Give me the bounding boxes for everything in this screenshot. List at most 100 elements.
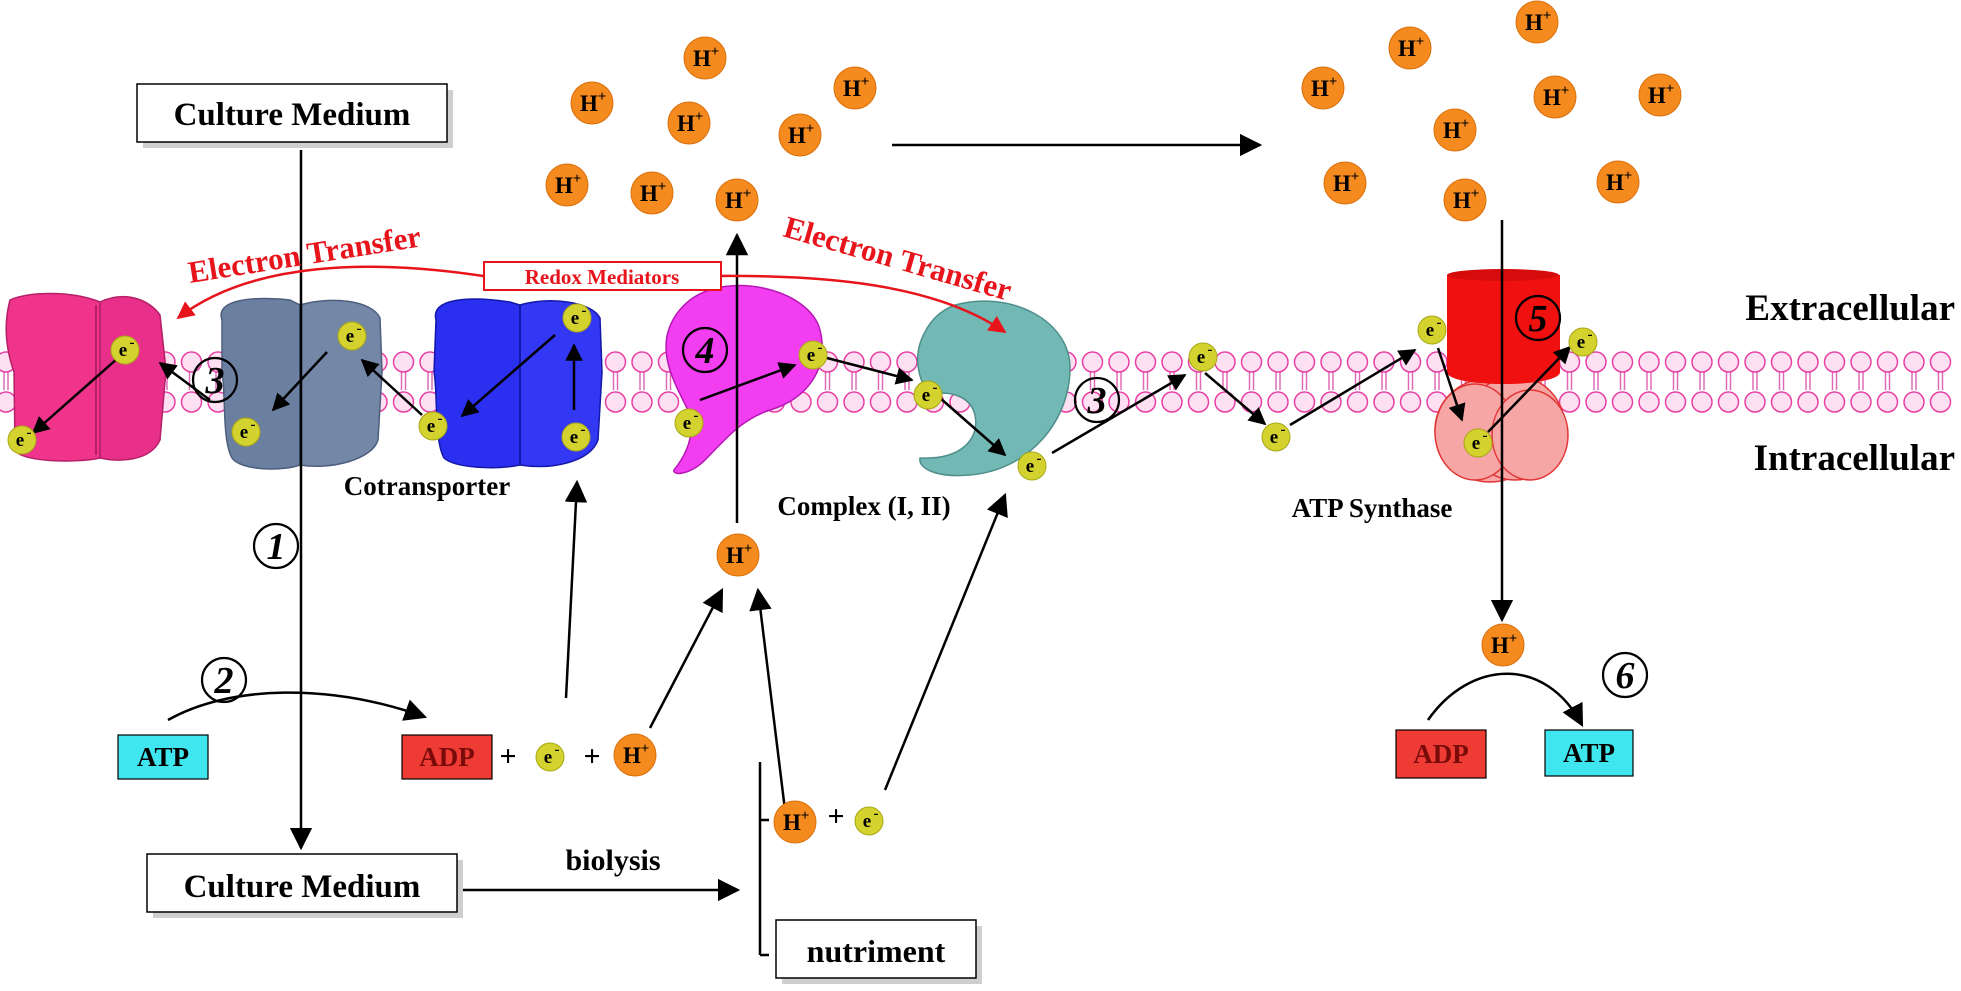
svg-text:+: +: [806, 121, 815, 137]
lipid-pair: [1638, 351, 1660, 413]
svg-text:-: -: [581, 422, 586, 438]
electron-particle: e-: [913, 380, 943, 410]
svg-text:-: -: [1483, 428, 1488, 444]
proton-particle: H+: [1388, 26, 1432, 70]
svg-text:e: e: [1270, 427, 1278, 448]
svg-text:e: e: [1577, 332, 1585, 353]
plus-sign: +: [827, 800, 844, 833]
proton-particle: H+: [1433, 108, 1477, 152]
proton-particle: H+: [1443, 178, 1487, 222]
svg-text:e: e: [807, 345, 815, 366]
svg-text:+: +: [743, 186, 752, 202]
atp-left-box: [117, 734, 209, 780]
electron-particle: e-: [337, 321, 367, 351]
biolysis-label: biolysis: [565, 844, 660, 877]
lipid-pair: [843, 351, 865, 413]
svg-text:-: -: [1588, 327, 1593, 343]
svg-text:H: H: [1453, 188, 1471, 213]
adp-left-box: [401, 734, 493, 780]
lipid-pair: [1267, 351, 1289, 413]
svg-text:-: -: [933, 380, 938, 396]
proton-particle: H+: [1596, 160, 1640, 204]
svg-text:e: e: [427, 416, 435, 437]
proton-particle: H+: [778, 113, 822, 157]
electron-particle: e-: [674, 408, 704, 438]
teal-complex-protein: [917, 300, 1071, 477]
svg-text:H: H: [1333, 171, 1351, 196]
svg-text:H: H: [783, 810, 801, 835]
svg-text:+: +: [695, 109, 704, 125]
lipid-pair: [1585, 351, 1607, 413]
svg-text:+: +: [744, 541, 753, 557]
lipid-pair: [1399, 351, 1422, 413]
svg-text:+: +: [573, 171, 582, 187]
svg-text:H: H: [1311, 76, 1329, 101]
step-marker-2: 2: [200, 656, 248, 704]
svg-text:3: 3: [205, 360, 225, 402]
proton-particle: H+: [570, 81, 614, 125]
step-marker-3: 3: [191, 356, 239, 404]
lipid-pair: [896, 351, 918, 413]
svg-text:e: e: [863, 811, 871, 832]
svg-text:e: e: [16, 430, 24, 451]
cotransporter-label: Cotransporter: [344, 471, 510, 501]
electron-particle: e-: [562, 303, 592, 333]
proton-particle: H+: [1638, 73, 1682, 117]
lipid-pair: [392, 351, 415, 413]
step-marker-3: 3: [1073, 376, 1121, 424]
electron-particle: e-: [1188, 342, 1218, 372]
lipid-pair: [1744, 351, 1766, 413]
svg-text:+: +: [598, 89, 607, 105]
atp-right-box: [1544, 729, 1634, 777]
proton-particle: H+: [1533, 75, 1577, 119]
electron-particle: e-: [854, 806, 884, 836]
svg-text:H: H: [1491, 633, 1509, 658]
electron-particle: e-: [1261, 422, 1291, 452]
svg-text:1: 1: [267, 526, 286, 568]
electron-particle: e-: [561, 422, 591, 452]
electron-particle: e-: [110, 335, 140, 365]
svg-text:+: +: [1329, 74, 1338, 90]
lipid-pair: [1293, 351, 1316, 413]
svg-text:H: H: [726, 543, 744, 568]
electron-particle: e-: [231, 417, 261, 447]
svg-text:e: e: [240, 422, 248, 443]
proton-particle: H+: [683, 36, 727, 80]
atp-synthase-label: ATP Synthase: [1292, 493, 1453, 523]
svg-text:H: H: [725, 188, 743, 213]
particle-layer: H+H+H+H+H+H+H+H+H+H+H+H+H+H+H+H+H+H+H+H+…: [7, 0, 1682, 844]
redox-mediators-box: [483, 261, 722, 291]
svg-text:+: +: [1471, 186, 1480, 202]
svg-text:-: -: [582, 303, 587, 319]
svg-text:6: 6: [1616, 655, 1635, 697]
svg-text:e: e: [683, 413, 691, 434]
svg-text:-: -: [1208, 342, 1213, 358]
redox-mediators-label: Redox Mediators: [525, 265, 680, 289]
lipid-pair: [1664, 351, 1687, 413]
lipid-pair: [631, 351, 653, 413]
svg-text:+: +: [1509, 631, 1518, 647]
svg-text:e: e: [1026, 456, 1034, 477]
svg-text:H: H: [843, 76, 861, 101]
proton-particle: H+: [715, 178, 759, 222]
svg-text:-: -: [694, 408, 699, 424]
svg-text:2: 2: [214, 660, 234, 702]
nutriment-label: nutriment: [807, 933, 946, 969]
electron-transfer-left-label: Electron Transfer: [186, 219, 424, 290]
svg-text:3: 3: [1087, 380, 1107, 422]
lipid-pair: [1691, 351, 1713, 413]
electron-particle: e-: [1568, 327, 1598, 357]
svg-text:+: +: [1461, 116, 1470, 132]
svg-text:H: H: [1606, 170, 1624, 195]
atp-right-label: ATP: [1563, 738, 1615, 768]
step-marker-5: 5: [1514, 294, 1562, 342]
adp-right-box: [1395, 729, 1487, 779]
step-marker-1: 1: [252, 522, 300, 570]
proton-particle: H+: [1301, 66, 1345, 110]
lipid-pair: [1876, 351, 1899, 413]
svg-text:e: e: [1197, 347, 1205, 368]
svg-text:-: -: [438, 411, 443, 427]
culture-medium-bottom-label: Culture Medium: [184, 869, 421, 905]
svg-text:+: +: [1543, 8, 1552, 24]
svg-text:-: -: [555, 742, 560, 758]
